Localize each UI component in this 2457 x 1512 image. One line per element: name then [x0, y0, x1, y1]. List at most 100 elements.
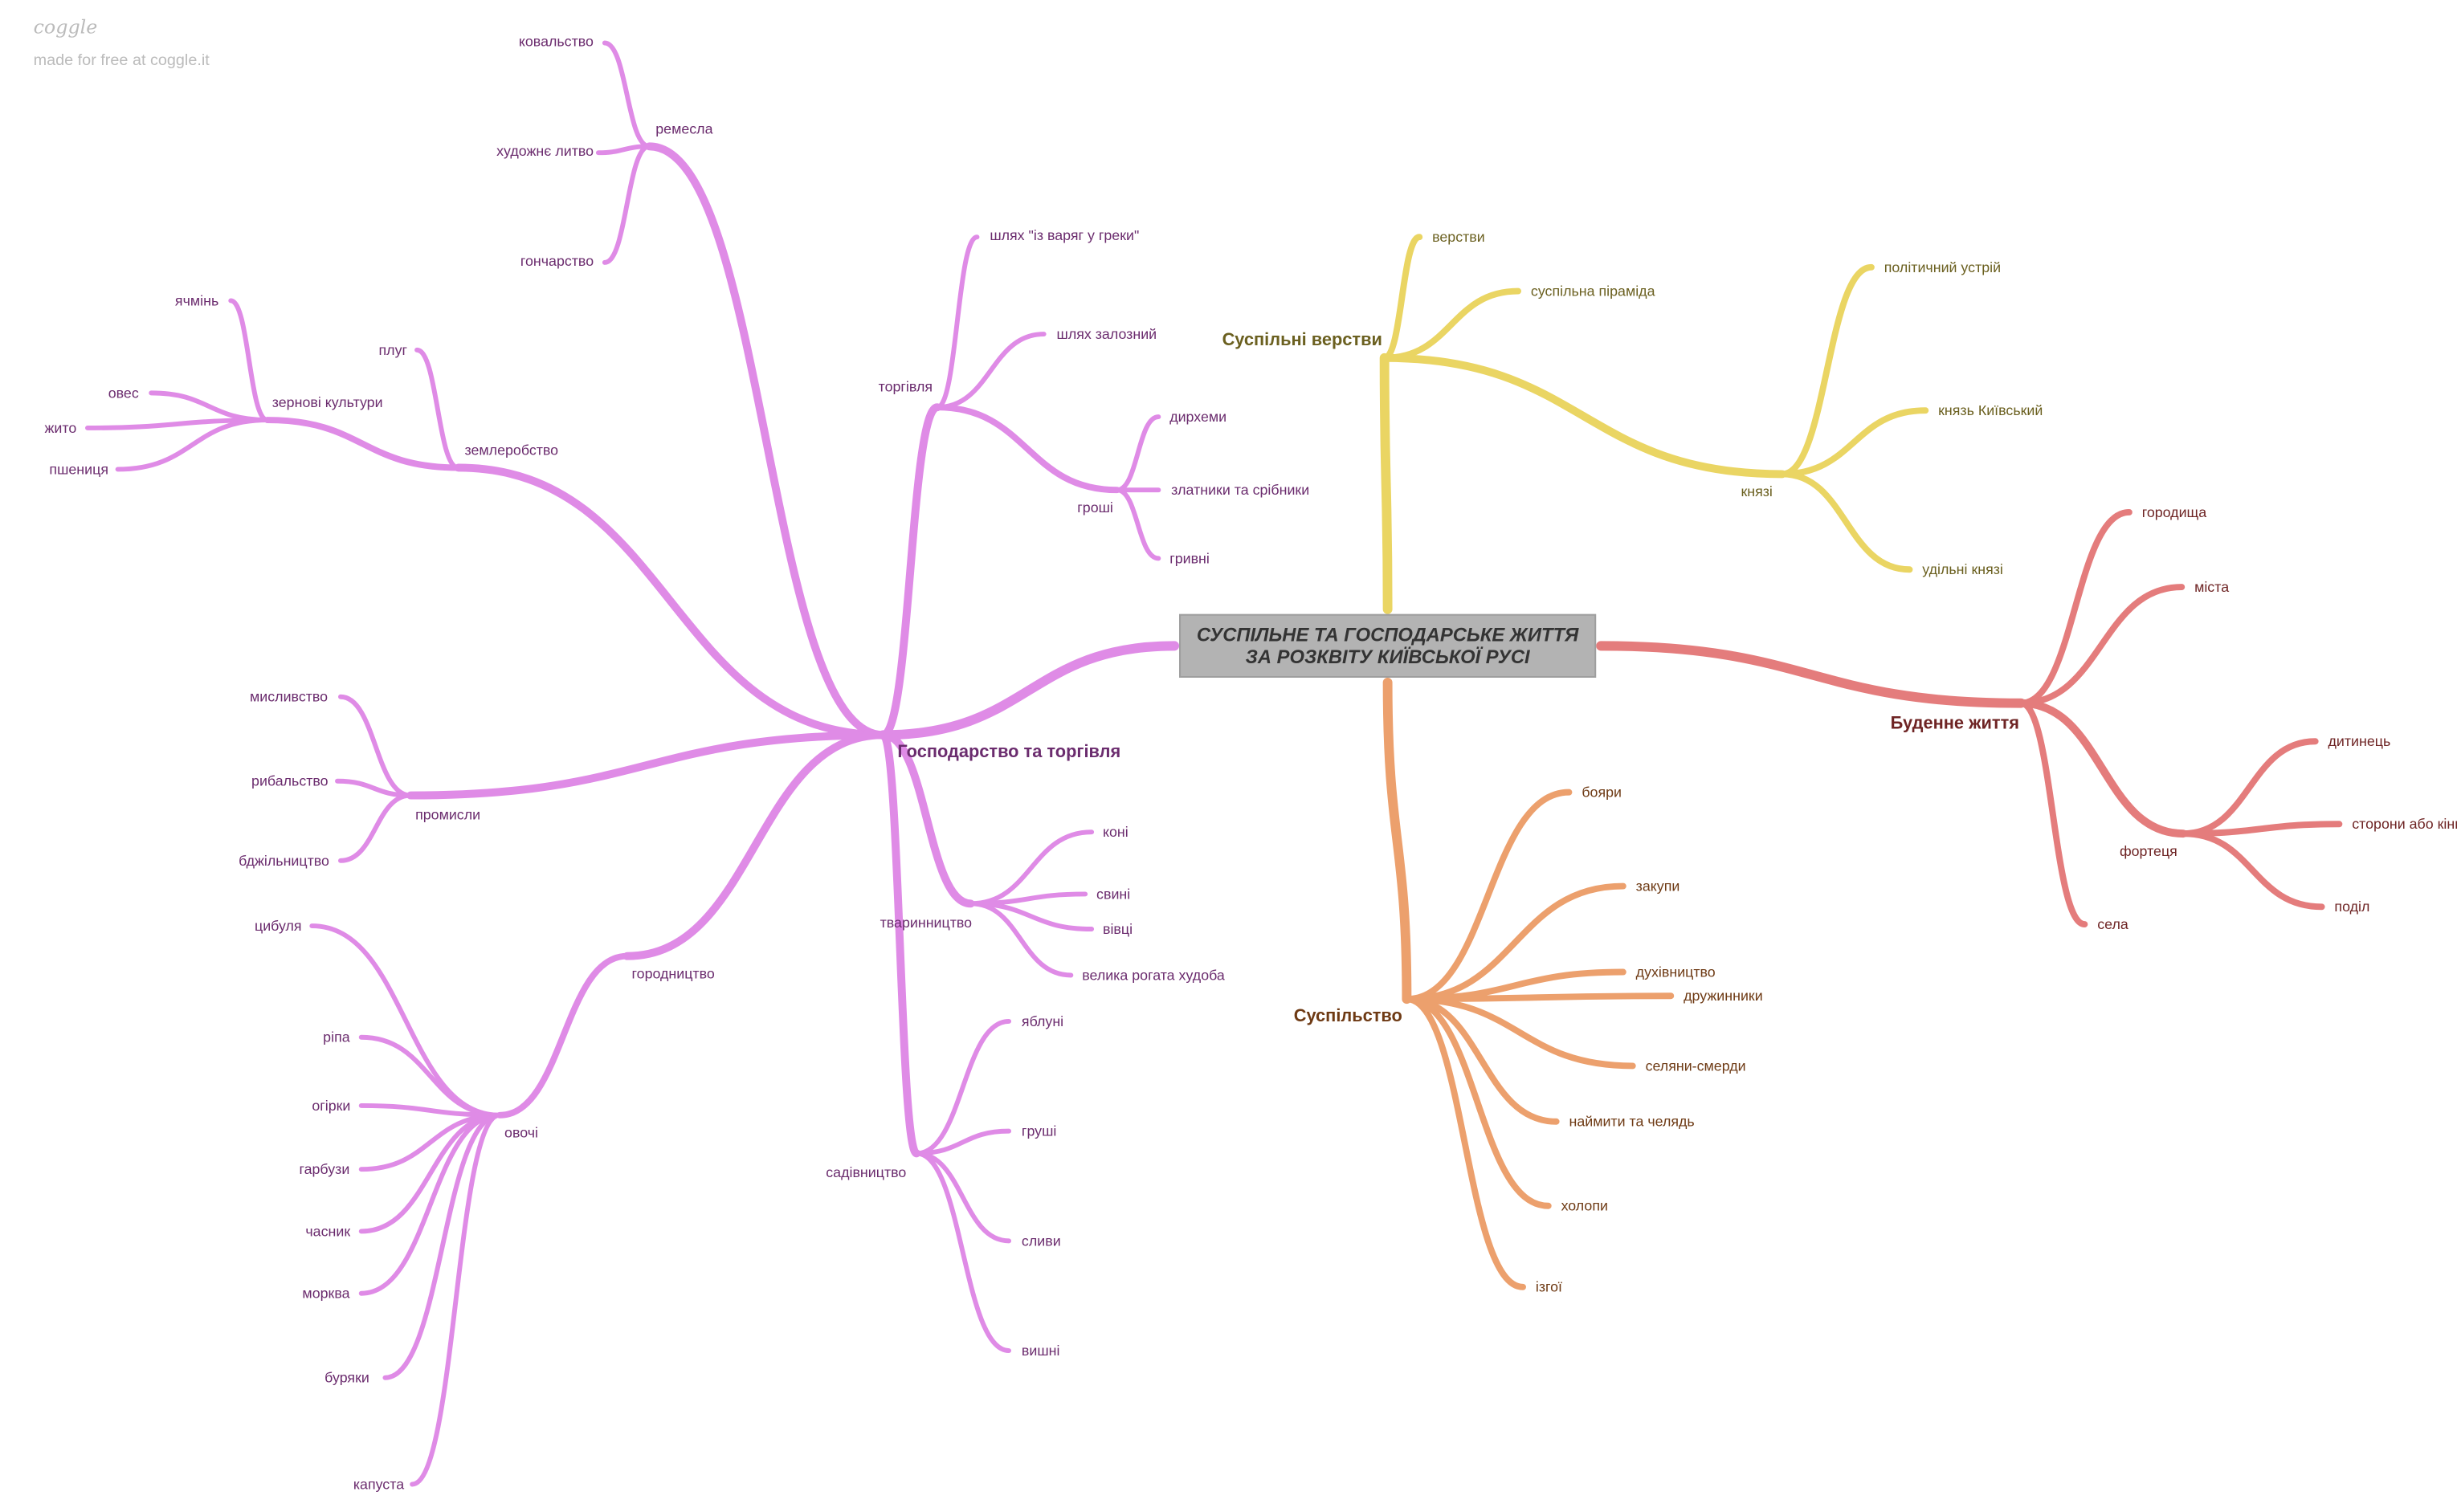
node-barley[interactable]: ячмінь	[174, 292, 219, 309]
node-hryvnias[interactable]: гривні	[1169, 550, 1210, 567]
node-social-layers[interactable]: Суспільні верстви	[1222, 331, 1382, 350]
branch-grains-2	[84, 418, 270, 430]
node-fortress[interactable]: фортеця	[2119, 843, 2177, 859]
branch-crafts-1	[595, 144, 652, 156]
branch-livestock	[879, 731, 975, 908]
node-kyiv-prince[interactable]: князь Київський	[1938, 402, 2043, 419]
node-podil[interactable]: поділ	[2334, 899, 2370, 915]
branch-route-1	[934, 332, 1047, 410]
node-zakupy[interactable]: закупи	[1635, 878, 1680, 895]
node-turnip[interactable]: ріпа	[323, 1029, 350, 1045]
node-sheep[interactable]: вівці	[1102, 921, 1133, 937]
node-onion[interactable]: цибуля	[254, 918, 302, 934]
branch-money-2	[1114, 487, 1161, 561]
branch-veg-7	[410, 1112, 503, 1487]
node-hirelings[interactable]: наймити та челядь	[1569, 1113, 1695, 1130]
node-pumpkins[interactable]: гарбузи	[299, 1161, 350, 1178]
node-hunting[interactable]: мисливство	[250, 688, 329, 705]
node-political-system[interactable]: політичний устрій	[1884, 259, 2002, 275]
node-route-varangians[interactable]: шлях "із варяг у греки"	[990, 227, 1140, 244]
central-topic-line1: СУСПІЛЬНЕ ТА ГОСПОДАРСЬКЕ ЖИТТЯ	[1196, 623, 1579, 646]
node-dirhams[interactable]: дирхеми	[1169, 409, 1227, 425]
node-route-iron[interactable]: шлях залозний	[1056, 326, 1157, 342]
branch-orchards-2	[914, 1151, 1012, 1244]
branch-veg-2	[358, 1102, 503, 1118]
node-beets[interactable]: буряки	[324, 1369, 369, 1386]
branch-grains-1	[149, 390, 270, 423]
node-cities[interactable]: міста	[2194, 579, 2230, 595]
node-crafts[interactable]: ремесла	[655, 120, 713, 137]
branch-veg-6	[382, 1112, 503, 1380]
node-trades[interactable]: промисли	[415, 806, 481, 823]
node-villages[interactable]: села	[2097, 916, 2128, 932]
node-pigs[interactable]: свині	[1096, 886, 1131, 903]
branch-society-4	[1403, 996, 1636, 1070]
branch-livestock-3	[968, 901, 1074, 978]
branch-princes	[1380, 353, 1786, 479]
node-pottery[interactable]: гончарство	[520, 253, 594, 269]
branch-villages	[2018, 699, 2088, 928]
branch-livestock-2	[968, 901, 1095, 931]
branch-princes-2	[1778, 471, 1913, 573]
branch-route-0	[934, 234, 980, 410]
node-clergy[interactable]: духівництво	[1635, 964, 1716, 980]
node-apples[interactable]: яблуні	[1021, 1013, 1064, 1029]
branch-society-1	[1403, 882, 1626, 1003]
node-layers[interactable]: верстви	[1432, 229, 1485, 246]
branch-crafts-2	[602, 144, 652, 265]
node-cucumbers[interactable]: огірки	[312, 1098, 351, 1114]
node-serfs[interactable]: холопи	[1561, 1197, 1608, 1214]
node-outcasts[interactable]: ізгої	[1535, 1278, 1562, 1295]
node-cabbage[interactable]: капуста	[353, 1476, 405, 1493]
node-art-casting[interactable]: художнє литво	[496, 143, 594, 160]
node-zlatnyky[interactable]: златники та срібники	[1171, 482, 1310, 499]
node-daily-life[interactable]: Буденне життя	[1890, 714, 2020, 734]
node-social-pyramid[interactable]: суспільна піраміда	[1530, 283, 1655, 300]
node-cattle[interactable]: велика рогата худоба	[1082, 967, 1225, 984]
node-rye[interactable]: жито	[44, 420, 77, 436]
node-plough[interactable]: плуг	[378, 341, 408, 358]
node-wheat[interactable]: пшениця	[49, 461, 108, 478]
branch-fortress	[2017, 699, 2188, 838]
branch-social-layers	[1379, 353, 1393, 614]
branch-trades-2	[338, 793, 414, 863]
node-carrot[interactable]: морква	[302, 1285, 350, 1302]
node-money[interactable]: гроші	[1077, 499, 1113, 516]
node-blacksmithing[interactable]: ковальство	[518, 33, 594, 50]
central-topic[interactable]: СУСПІЛЬНЕ ТА ГОСПОДАРСЬКЕ ЖИТТЯ ЗА РОЗКВ…	[1179, 613, 1597, 678]
node-smerdy[interactable]: селяни-смерди	[1645, 1058, 1746, 1074]
node-princes[interactable]: князі	[1741, 483, 1773, 500]
node-horses[interactable]: коні	[1102, 824, 1129, 841]
branch-orchards-1	[914, 1128, 1012, 1156]
node-gardening[interactable]: городництво	[631, 965, 715, 982]
node-druzhyna[interactable]: дружинники	[1684, 988, 1763, 1005]
node-trade[interactable]: торгівля	[878, 378, 933, 395]
node-garlic[interactable]: часник	[305, 1223, 351, 1240]
node-citadel[interactable]: дитинець	[2328, 733, 2391, 750]
node-ends[interactable]: сторони або кінці	[2352, 816, 2457, 833]
branch-fortress-1	[2180, 821, 2343, 838]
node-oats[interactable]: овес	[108, 385, 139, 401]
node-vegetables[interactable]: овочі	[504, 1124, 539, 1141]
branch-society-3	[1403, 992, 1675, 1003]
node-livestock[interactable]: тваринництво	[880, 915, 973, 931]
branch-orchards	[879, 731, 921, 1158]
node-orchards[interactable]: садівництво	[826, 1164, 907, 1181]
node-fishing[interactable]: рибальство	[251, 772, 329, 789]
node-economy[interactable]: Господарство та торгівля	[897, 743, 1121, 762]
node-agriculture[interactable]: землеробство	[464, 442, 559, 458]
branch-veg-1	[358, 1034, 503, 1118]
branch-trades	[406, 731, 888, 800]
node-grains[interactable]: зернові культури	[271, 394, 383, 411]
watermark-text: made for free at coggle.it	[33, 52, 210, 71]
node-society[interactable]: Суспільство	[1293, 1007, 1402, 1026]
node-beekeeping[interactable]: бджільництво	[239, 852, 329, 869]
node-appanage-princes[interactable]: удільні князі	[1922, 561, 2003, 578]
node-plums[interactable]: сливи	[1021, 1233, 1061, 1249]
node-boyars[interactable]: бояри	[1582, 784, 1622, 801]
branch-veg-0	[309, 923, 503, 1118]
node-hillforts[interactable]: городища	[2141, 504, 2207, 520]
node-cherries[interactable]: вишні	[1021, 1343, 1060, 1359]
node-pears[interactable]: груші	[1021, 1123, 1057, 1139]
